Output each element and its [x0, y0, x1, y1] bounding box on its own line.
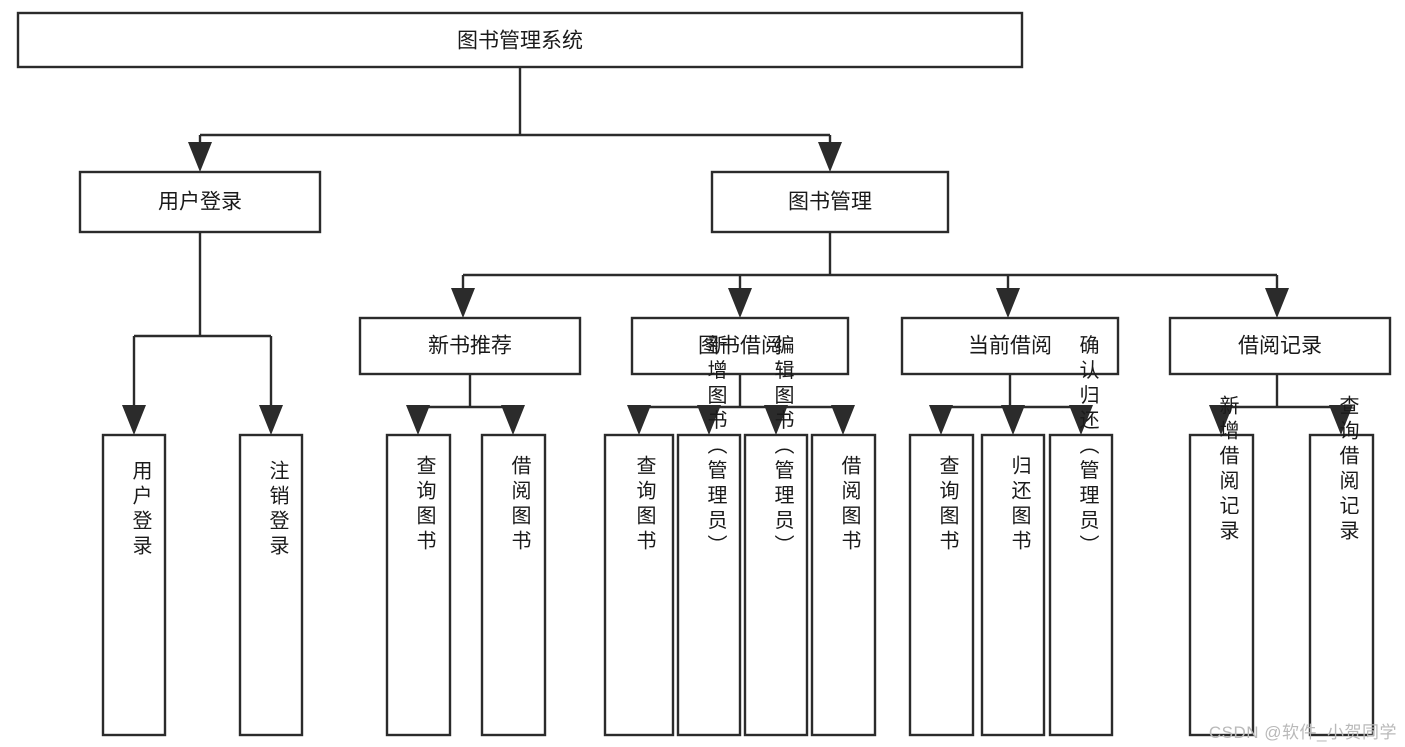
node-user-login-box[interactable]: [78, 170, 322, 234]
csdn-watermark: CSDN @软件_小贺同学: [1208, 723, 1397, 742]
node-leaf-add-book-box[interactable]: [676, 433, 742, 737]
node-leaf-add-record[interactable]: 新增借阅记录: [1188, 395, 1255, 737]
arrowhead-user-login: [188, 142, 212, 172]
arrowhead-new-book-rec: [451, 288, 475, 318]
node-book-borrow-box[interactable]: [630, 316, 850, 376]
node-leaf-query-record-box[interactable]: [1308, 433, 1375, 737]
node-book-manage-box[interactable]: [710, 170, 950, 234]
node-leaf-confirm-return-box[interactable]: [1048, 433, 1114, 737]
arrowhead-leaf-query-record: [1329, 405, 1353, 435]
node-leaf-logout-box[interactable]: [238, 433, 304, 737]
arrowhead-leaf-add-record: [1209, 405, 1233, 435]
node-leaf-user-login-label: 用户登录: [129, 460, 152, 560]
node-root-label: 图书管理系统: [457, 30, 583, 53]
arrowhead-leaf-logout: [259, 405, 283, 435]
node-book-borrow[interactable]: 图书借阅: [630, 316, 850, 376]
arrowhead-leaf-borrow-book-rec: [501, 405, 525, 435]
node-leaf-add-record-label: 新增借阅记录: [1216, 395, 1239, 545]
node-leaf-borrow-book-label: 借阅图书: [838, 455, 861, 555]
node-leaf-query-book-rec-label: 查询图书: [413, 455, 436, 555]
connector-group-root: [188, 67, 842, 172]
arrowhead-leaf-return-book: [1001, 405, 1025, 435]
connector-group-borrow-record: [1209, 374, 1353, 435]
arrowhead-leaf-user-login: [122, 405, 146, 435]
arrowhead-leaf-confirm-return: [1069, 405, 1093, 435]
arrowhead-leaf-borrow-book: [831, 405, 855, 435]
node-leaf-borrow-book[interactable]: 借阅图书: [810, 433, 877, 737]
node-borrow-record-label: 借阅记录: [1238, 335, 1322, 358]
node-leaf-confirm-return-label: 确认归还（管理员）: [1076, 334, 1099, 559]
node-leaf-return-book[interactable]: 归还图书: [980, 433, 1046, 737]
node-current-borrow-box[interactable]: [900, 316, 1120, 376]
node-leaf-query-book-current-box[interactable]: [908, 433, 975, 737]
node-borrow-record[interactable]: 借阅记录: [1168, 316, 1392, 376]
node-leaf-return-book-label: 归还图书: [1008, 455, 1031, 555]
node-new-book-rec-label: 新书推荐: [428, 335, 512, 358]
node-book-manage[interactable]: 图书管理: [710, 170, 950, 234]
node-book-manage-label: 图书管理: [788, 191, 872, 214]
node-leaf-logout[interactable]: 注销登录: [238, 433, 304, 737]
node-leaf-logout-label: 注销登录: [266, 460, 289, 560]
arrowhead-borrow-record: [1265, 288, 1289, 318]
node-leaf-confirm-return[interactable]: 确认归还（管理员）: [1048, 334, 1114, 737]
arrowhead-leaf-query-book-borrow: [627, 405, 651, 435]
node-leaf-borrow-book-rec-box[interactable]: [480, 433, 547, 737]
node-leaf-query-book-rec-box[interactable]: [385, 433, 452, 737]
node-leaf-borrow-book-rec[interactable]: 借阅图书: [480, 433, 547, 737]
arrowhead-leaf-add-book: [697, 405, 721, 435]
arrowhead-book-manage: [818, 142, 842, 172]
node-borrow-record-box[interactable]: [1168, 316, 1392, 376]
connector-group-current-borrow: [929, 374, 1093, 435]
node-leaf-add-book[interactable]: 新增图书（管理员）: [676, 334, 742, 737]
node-leaf-add-record-box[interactable]: [1188, 433, 1255, 737]
arrowhead-current-borrow: [996, 288, 1020, 318]
node-leaf-add-book-label: 新增图书（管理员）: [704, 334, 727, 559]
node-root-box[interactable]: [16, 11, 1024, 69]
connector-group-user-login: [122, 232, 283, 435]
arrowhead-leaf-edit-book: [764, 405, 788, 435]
node-user-login-label: 用户登录: [158, 191, 242, 214]
arrowhead-book-borrow: [728, 288, 752, 318]
arrowhead-leaf-query-book-current: [929, 405, 953, 435]
node-leaf-query-record-label: 查询借阅记录: [1336, 395, 1359, 545]
node-leaf-borrow-book-rec-label: 借阅图书: [508, 455, 531, 555]
node-leaf-edit-book-label: 编辑图书（管理员）: [771, 334, 794, 559]
node-leaf-edit-book-box[interactable]: [743, 433, 809, 737]
node-leaf-borrow-book-box[interactable]: [810, 433, 877, 737]
node-leaf-query-book-current-label: 查询图书: [936, 455, 959, 555]
node-leaf-query-book-current[interactable]: 查询图书: [908, 433, 975, 737]
connector-group-book-borrow: [627, 374, 855, 435]
node-current-borrow[interactable]: 当前借阅: [900, 316, 1120, 376]
node-book-borrow-label: 图书借阅: [698, 335, 782, 358]
node-leaf-query-book-borrow-box[interactable]: [603, 433, 675, 737]
node-leaf-edit-book[interactable]: 编辑图书（管理员）: [743, 334, 809, 737]
node-leaf-query-book-rec[interactable]: 查询图书: [385, 433, 452, 737]
connector-group-new-book-rec: [406, 374, 525, 435]
node-new-book-rec[interactable]: 新书推荐: [358, 316, 582, 376]
node-leaf-query-book-borrow-label: 查询图书: [633, 455, 656, 555]
node-current-borrow-label: 当前借阅: [968, 335, 1052, 358]
node-leaf-query-book-borrow[interactable]: 查询图书: [603, 433, 675, 737]
node-root[interactable]: 图书管理系统: [16, 11, 1024, 69]
connector-group-book-manage: [451, 232, 1289, 318]
arrowhead-leaf-query-book-rec: [406, 405, 430, 435]
node-leaf-query-record[interactable]: 查询借阅记录: [1308, 395, 1375, 737]
node-leaf-return-book-box[interactable]: [980, 433, 1046, 737]
node-leaf-user-login[interactable]: 用户登录: [101, 433, 167, 737]
node-user-login[interactable]: 用户登录: [78, 170, 322, 234]
node-new-book-rec-box[interactable]: [358, 316, 582, 376]
node-leaf-user-login-box[interactable]: [101, 433, 167, 737]
